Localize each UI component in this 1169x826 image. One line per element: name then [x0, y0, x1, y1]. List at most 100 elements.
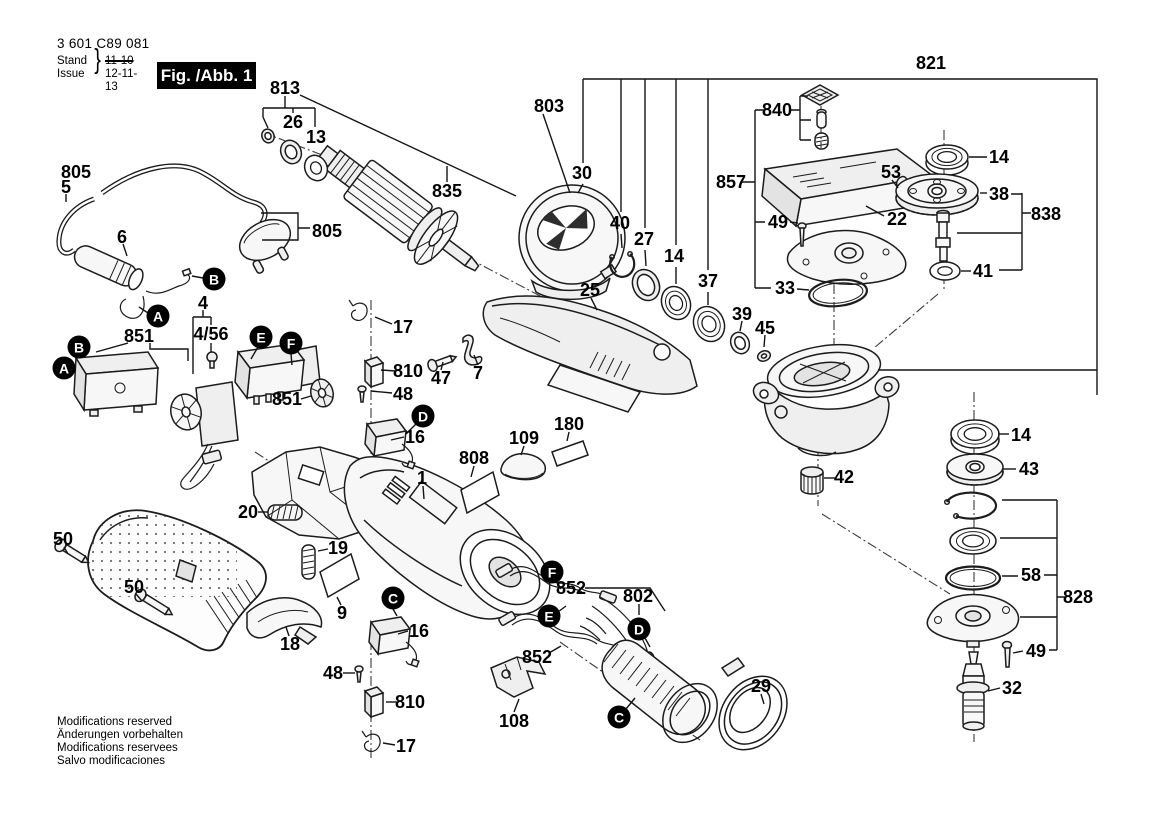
- part-label-851: 851: [123, 326, 155, 346]
- springs-and-labels-drawing: [267, 440, 589, 599]
- output-spindle-set-drawing: [926, 420, 1020, 731]
- armature-bearing-parts: [261, 128, 332, 184]
- stand-value: 11-10: [105, 55, 134, 67]
- part-label-17: 17: [392, 317, 414, 337]
- impeller-drawing: [310, 378, 334, 408]
- note-line: Salvo modificaciones: [57, 755, 166, 767]
- part-label-14: 14: [988, 147, 1010, 167]
- assembly-marker-E: E: [249, 325, 273, 349]
- part-label-5: 5: [60, 177, 72, 197]
- stand-issue-block: Stand Issue } 11-10 12-11-13: [57, 43, 149, 94]
- note-line: Modifications reserved: [57, 716, 173, 728]
- part-label-14: 14: [1010, 425, 1032, 445]
- bearing-flange-drawing: [786, 222, 907, 308]
- assembly-marker-D: D: [627, 617, 651, 641]
- part-label-851: 851: [271, 389, 303, 409]
- field-coil-drawing: [579, 617, 718, 744]
- part-label-840: 840: [761, 100, 793, 120]
- part-label-852: 852: [521, 647, 553, 667]
- part-label-22: 22: [886, 209, 908, 229]
- part-label-43: 43: [1018, 459, 1040, 479]
- part-label-813: 813: [269, 78, 301, 98]
- brush-holder-top-drawing: [348, 299, 416, 470]
- trigger-drawing: [246, 597, 323, 645]
- part-label-835: 835: [431, 181, 463, 201]
- part-label-32: 32: [1001, 678, 1023, 698]
- assembly-marker-E: E: [537, 604, 561, 628]
- assembly-marker-F: F: [279, 331, 303, 355]
- part-label-828: 828: [1062, 587, 1094, 607]
- module-cover-drawing: [73, 351, 160, 417]
- part-label-14: 14: [663, 246, 685, 266]
- title-block: 3 601 C89 081 Stand Issue } 11-10 12-11-…: [57, 36, 150, 94]
- part-label-821: 821: [915, 53, 947, 73]
- assembly-marker-A: A: [52, 356, 76, 380]
- part-label-17: 17: [395, 736, 417, 756]
- part-label-810: 810: [394, 692, 426, 712]
- part-label-26: 26: [282, 112, 304, 132]
- part-label-45: 45: [754, 318, 776, 338]
- assembly-marker-D: D: [411, 404, 435, 428]
- part-label-7: 7: [472, 363, 484, 383]
- issue-label: Issue: [57, 68, 85, 80]
- armature-drawing: [316, 144, 480, 272]
- gear-housing-drawing: [752, 343, 900, 457]
- part-label-16: 16: [408, 621, 430, 641]
- assembly-marker-C: C: [607, 705, 631, 729]
- part-label-27: 27: [633, 229, 655, 249]
- part-label-805: 805: [60, 162, 92, 182]
- issue-value: 12-11-13: [105, 68, 138, 93]
- figure-number-badge: Fig. /Abb. 1: [157, 62, 256, 89]
- part-label-852: 852: [555, 578, 587, 598]
- part-label-38: 38: [988, 184, 1010, 204]
- part-label-803: 803: [533, 96, 565, 116]
- pinion-drawing: [800, 466, 824, 495]
- part-label-42: 42: [833, 467, 855, 487]
- part-label-838: 838: [1030, 204, 1062, 224]
- type-number: 3 601 C89 081: [57, 36, 150, 51]
- part-label-802: 802: [622, 586, 654, 606]
- part-label-33: 33: [774, 278, 796, 298]
- part-label-50: 50: [123, 577, 145, 597]
- part-label-6: 6: [116, 227, 128, 247]
- bearing-row-drawing: [609, 251, 772, 362]
- brace-glyph: }: [94, 43, 101, 74]
- wheel-guard-drawing: [518, 184, 626, 301]
- part-label-13: 13: [305, 127, 327, 147]
- handle-drawing: [87, 509, 267, 652]
- leader-lines: [63, 78, 1098, 746]
- part-label-50: 50: [52, 529, 74, 549]
- part-label-20: 20: [237, 502, 259, 522]
- part-label-53: 53: [880, 162, 902, 182]
- part-label-18: 18: [279, 634, 301, 654]
- part-label-9: 9: [336, 603, 348, 623]
- part-label-16: 16: [404, 427, 426, 447]
- stand-label: Stand: [57, 55, 88, 67]
- mains-plug-drawing: [238, 218, 292, 274]
- part-label-29: 29: [750, 676, 772, 696]
- lever-and-screw-drawing: [427, 334, 483, 373]
- note-line: Modifications reservees: [57, 742, 178, 754]
- speed-module-drawing: [170, 381, 239, 490]
- part-label-180: 180: [553, 414, 585, 434]
- part-label-857: 857: [715, 172, 747, 192]
- part-label-805: 805: [311, 221, 343, 241]
- part-label-108: 108: [498, 711, 530, 731]
- part-label-25: 25: [579, 280, 601, 300]
- housing-cover-drawing: [482, 295, 698, 413]
- date-values: 11-10 12-11-13: [105, 55, 149, 94]
- note-line: Änderungen vorbehalten: [57, 729, 183, 741]
- part-label-58: 58: [1020, 565, 1042, 585]
- part-label-109: 109: [508, 428, 540, 448]
- switch-module-drawing: [206, 343, 321, 405]
- brush-holder-bottom-drawing: [354, 616, 420, 752]
- spindle-gear-set-drawing: [895, 145, 978, 280]
- part-label-39: 39: [731, 304, 753, 324]
- part-label-41: 41: [972, 261, 994, 281]
- assembly-marker-F: F: [540, 560, 564, 584]
- part-label-48: 48: [322, 663, 344, 683]
- part-label-4: 4: [197, 293, 209, 313]
- part-label-47: 47: [430, 368, 452, 388]
